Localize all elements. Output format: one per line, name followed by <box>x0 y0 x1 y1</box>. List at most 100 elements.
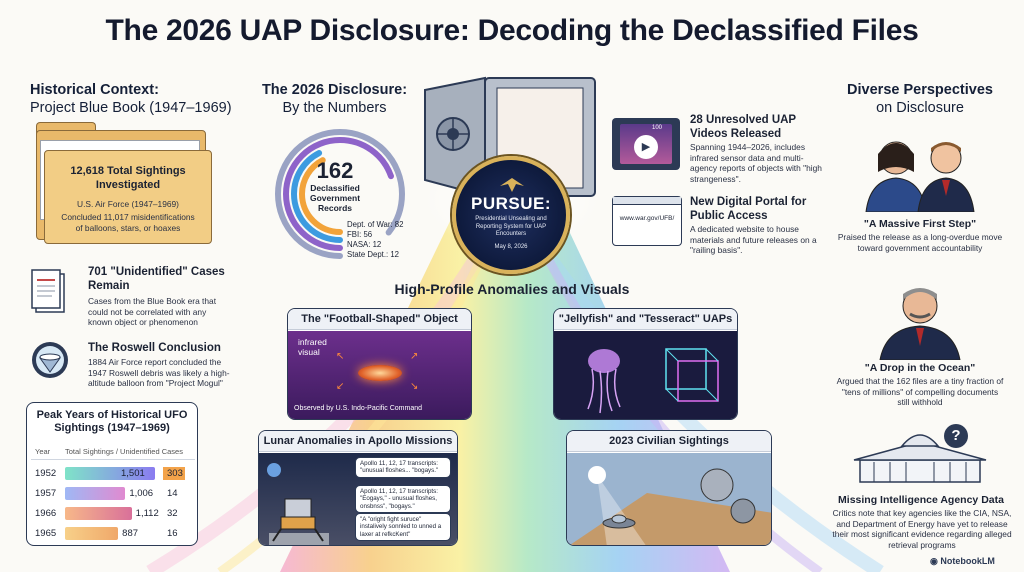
peak-year: 1952 <box>35 468 57 479</box>
question-icon: ? <box>944 424 968 448</box>
video-reel-icon: ▶ 100 <box>612 118 680 170</box>
browser-bar <box>613 197 681 205</box>
p3-title: Missing Intelligence Agency Data <box>838 494 1004 506</box>
civilian-title: 2023 Civilian Sightings <box>567 431 771 452</box>
brand-icon: ◉ <box>930 556 941 566</box>
p1-body: Praised the release as a long-overdue mo… <box>837 232 1003 253</box>
peak-years-card: Peak Years of Historical UFO Sightings (… <box>26 402 198 546</box>
arrow-icon: ↘ <box>410 381 419 392</box>
peak-col-values: Total Sightings / Unidentified Cases <box>65 447 183 456</box>
infrared-tag: infrared visual <box>298 337 327 358</box>
p3-body: Critics note that key agencies like the … <box>832 508 1012 550</box>
brand-logo: ◉ NotebookLM <box>930 556 995 567</box>
historical-subheading: Project Blue Book (1947–1969) <box>30 100 232 116</box>
videos-title: 28 Unresolved UAP Videos Released <box>690 114 796 140</box>
play-icon: ▶ <box>634 135 658 159</box>
civilian-sighting-visual <box>567 453 771 545</box>
sightings-folder: 12,618 Total Sightings Investigated U.S.… <box>44 150 212 244</box>
perspectives-subheading: on Disclosure <box>876 100 964 116</box>
ring-3 <box>299 153 381 235</box>
peak-divider <box>31 459 195 460</box>
sightings-title: 12,618 Total Sightings Investigated <box>70 165 186 191</box>
capitol-building-icon <box>853 434 987 483</box>
historical-heading: Historical Context: <box>30 82 159 98</box>
transcript-bubble: Apollo 11, 12, 17 transcripts: "Eogays,"… <box>355 485 451 514</box>
videos-body: Spanning 1944–2026, includes infrared se… <box>690 142 822 184</box>
balloon-icon <box>30 340 70 380</box>
ring-group <box>275 129 405 259</box>
peak-total-bar <box>65 527 119 540</box>
peak-total-label: 1,006 <box>129 488 154 499</box>
peak-total-label: 1,112 <box>135 508 159 519</box>
civilian-card: 2023 Civilian Sightings <box>566 430 772 546</box>
sightings-note: Concluded 11,017 misidentifications of b… <box>61 212 195 233</box>
anomalies-heading: High-Profile Anomalies and Visuals <box>394 281 630 297</box>
orb-icon <box>730 498 756 524</box>
peak-col-year: Year <box>35 447 51 456</box>
breakdown-item: NASA: 12 <box>347 240 382 250</box>
earth-icon <box>267 463 281 477</box>
page-title: The 2026 UAP Disclosure: Decoding the De… <box>105 14 919 47</box>
peak-year: 1957 <box>35 488 57 499</box>
video-counter: 100 <box>652 125 663 131</box>
peak-unidentified-label: 16 <box>167 528 178 539</box>
football-card: The "Football-Shaped" Object infrared vi… <box>287 308 472 420</box>
sightings-org: U.S. Air Force (1947–1969) <box>77 198 179 209</box>
peak-unidentified-bar <box>163 467 185 480</box>
ring-0 <box>275 129 405 259</box>
peak-total-label: 887 <box>122 528 139 539</box>
peak-year: 1966 <box>35 508 57 519</box>
records-ring-chart <box>275 129 405 259</box>
roswell-body: 1884 Air Force report concluded the 1947… <box>88 357 230 388</box>
transcript-bubble: "A "oright fight suruce" instalively son… <box>355 513 451 542</box>
breakdown-item: State Dept.: 12 <box>347 250 400 260</box>
peak-row: 1966 1,112 32 <box>35 505 195 522</box>
lunar-scene: Apollo 11, 12, 17 transcripts: "unusual … <box>259 453 457 545</box>
breakdown-item: FBI: 56 <box>347 230 373 240</box>
records-total-label: Declassified Government Records <box>309 183 361 213</box>
p2-title: "A Drop in the Ocean" <box>864 362 976 374</box>
pursue-date: May 8, 2026 <box>494 244 528 250</box>
lunar-card: Lunar Anomalies in Apollo Missions Apoll… <box>258 430 458 546</box>
roswell-title: The Roswell Conclusion <box>88 342 221 354</box>
ring-1 <box>283 137 397 251</box>
pursue-badge: PURSUE: Presidential Unsealing and Repor… <box>452 156 570 274</box>
peak-unidentified-label: 14 <box>167 488 178 499</box>
portal-body: A dedicated website to house materials a… <box>690 224 817 255</box>
jellyfish-tesseract-visual <box>554 331 737 419</box>
bright-light-icon <box>588 466 606 484</box>
football-object-icon <box>358 365 402 381</box>
peak-year: 1965 <box>35 528 57 539</box>
breakdown-item: Dept. of War: 82 <box>347 220 404 229</box>
p2-body: Argued that the 162 files are a tiny fra… <box>836 376 1004 407</box>
lunar-module-icon <box>269 498 329 545</box>
football-title: The "Football-Shaped" Object <box>288 309 471 330</box>
portal-title: New Digital Portal for Public Access <box>690 196 807 222</box>
perspectives-heading: Diverse Perspectives <box>847 82 993 98</box>
pursue-name: PURSUE: <box>470 194 551 213</box>
eagle-icon <box>500 178 524 192</box>
portal-url[interactable]: www.war.gov/UFB/ <box>619 215 675 222</box>
records-total: 162 <box>316 158 354 183</box>
peak-row: 1965 887 16 <box>35 525 195 542</box>
peak-total-bar <box>65 507 132 520</box>
peak-unidentified-label: 32 <box>167 508 178 519</box>
unidentified-title: 701 "Unidentified" Cases Remain <box>88 266 225 292</box>
jellyfish-icon <box>588 349 620 373</box>
peak-total-bar <box>65 467 155 480</box>
official-portrait <box>879 288 961 360</box>
peak-row: 1957 1,006 14 <box>35 485 195 502</box>
document-icon <box>30 268 70 316</box>
lunar-title: Lunar Anomalies in Apollo Missions <box>259 431 457 452</box>
peak-title: Peak Years of Historical UFO Sightings (… <box>36 409 188 435</box>
arrow-icon: ↖ <box>336 351 345 362</box>
transcript-bubble: Apollo 11, 12, 17 transcripts: "unusual … <box>355 457 451 478</box>
orb-icon <box>700 468 734 502</box>
arrow-icon: ↙ <box>336 381 345 392</box>
peak-total-label: 1,501 <box>121 468 145 479</box>
p1-title: "A Massive First Step" <box>863 218 977 230</box>
arrow-icon: ↗ <box>410 351 419 362</box>
browser-icon: www.war.gov/UFB/ <box>612 196 682 246</box>
pursue-full: Presidential Unsealing and Reporting Sys… <box>475 216 547 237</box>
